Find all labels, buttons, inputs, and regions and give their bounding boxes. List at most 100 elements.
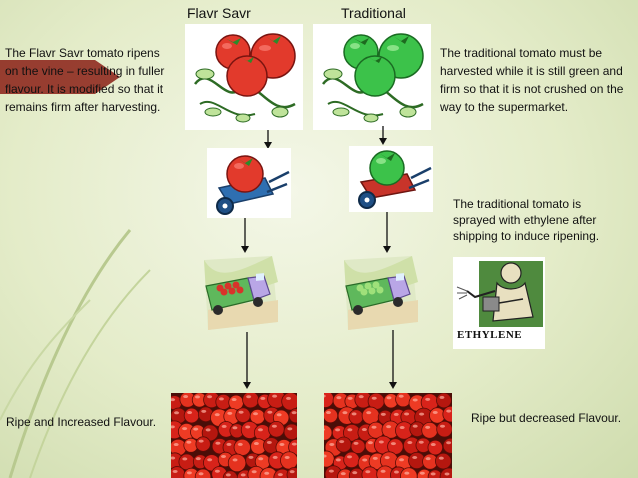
tomato-highlight <box>366 411 372 415</box>
tomato-highlight <box>173 443 179 447</box>
tomato-highlight <box>352 471 358 475</box>
tomato-highlight <box>266 440 272 444</box>
tomato-highlight <box>287 427 293 431</box>
tomato-highlight <box>240 473 246 477</box>
tomato-highlight <box>438 456 444 460</box>
tomato-highlight <box>221 424 227 428</box>
arrow-down-traditional-3 <box>389 330 397 389</box>
ethylene-label: ETHYLENE <box>457 329 523 341</box>
tomato-highlight <box>182 457 188 461</box>
tomato-highlight <box>227 411 233 415</box>
tomato-highlight <box>365 470 371 474</box>
tomato-highlight <box>253 442 259 446</box>
tomato-highlight <box>351 412 357 416</box>
tomato-highlight <box>232 426 238 430</box>
tomato <box>242 393 260 409</box>
tomato-highlight <box>226 442 232 446</box>
tomato-highlight <box>182 427 188 431</box>
tomato-highlight <box>291 411 297 415</box>
tomato-highlight <box>246 395 252 399</box>
tomato <box>280 451 297 470</box>
tomato-highlight <box>393 412 399 416</box>
tomato-highlight <box>367 441 373 445</box>
tomato-highlight <box>419 471 425 475</box>
tomato-highlight <box>444 472 450 476</box>
tomato-highlight <box>336 396 342 400</box>
tomato-highlight <box>404 471 410 475</box>
tomato-highlight <box>380 469 386 473</box>
tomato-highlight <box>335 458 341 462</box>
tomato-highlight <box>277 473 283 477</box>
tomato-highlight <box>371 425 377 429</box>
traditional-intro-text: The traditional tomato must be harvested… <box>440 46 624 114</box>
tomato-highlight <box>425 425 431 429</box>
tomato <box>183 407 200 424</box>
tomato-highlight <box>324 428 325 431</box>
tomato-highlight <box>253 412 259 416</box>
tomato-highlight <box>289 470 295 474</box>
flavr-savr-header: Flavr Savr <box>187 5 251 21</box>
tomato-highlight <box>215 441 221 445</box>
tomato-highlight <box>399 458 405 462</box>
tomato-highlight <box>342 411 348 415</box>
green-tomato-vine-image <box>313 24 431 130</box>
tomato-highlight <box>291 442 297 446</box>
tomato-highlight <box>205 428 211 432</box>
tomato <box>201 424 219 442</box>
tomato-highlight <box>380 412 386 416</box>
tomato-highlight <box>183 395 189 399</box>
tomato-highlight <box>358 395 364 399</box>
tomato-highlight <box>198 439 204 443</box>
tomato <box>435 452 452 470</box>
tomato <box>436 393 452 409</box>
tomato-highlight <box>335 428 341 432</box>
tomato-highlight <box>214 413 220 417</box>
tomato-highlight <box>328 469 334 473</box>
tomato-highlight <box>390 442 396 446</box>
tomato-highlight <box>432 410 438 414</box>
tomato-highlight <box>187 411 193 415</box>
tomato-highlight <box>231 398 237 402</box>
tomato-highlight <box>446 409 452 413</box>
tomato-highlight <box>260 396 266 400</box>
tomato <box>335 436 352 453</box>
delivery-truck-flavr-image <box>204 256 278 330</box>
tomato <box>421 421 439 439</box>
tomato-highlight <box>439 395 445 399</box>
tomato-highlight <box>386 425 392 429</box>
tomato-highlight <box>251 470 257 474</box>
tomato-highlight <box>238 410 244 414</box>
tomato-highlight <box>440 424 446 428</box>
flavr-intro-text: The Flavr Savr tomato ripens on the vine… <box>5 46 165 114</box>
tomato-highlight <box>430 443 436 447</box>
tomato-highlight <box>361 428 367 432</box>
tomato-highlight <box>353 441 359 445</box>
tomato-highlight <box>195 457 201 461</box>
tomato-highlight <box>347 396 353 400</box>
tomato-highlight <box>267 410 273 414</box>
tomato <box>195 436 211 452</box>
tomato-highlight <box>207 395 213 399</box>
tomato-highlight <box>218 397 224 401</box>
tomato-highlight <box>399 426 405 430</box>
tomato-highlight <box>207 458 213 462</box>
tomato <box>235 407 251 423</box>
tomato-highlight <box>214 469 220 473</box>
arrow-down-flavr-2 <box>241 218 249 253</box>
tomato-highlight <box>193 427 199 431</box>
tomato-highlight <box>446 441 452 445</box>
tomato-highlight <box>412 424 418 428</box>
tomato-highlight <box>378 440 384 444</box>
tomato-highlight <box>171 425 175 429</box>
ethylene-spray-image: ETHYLENE <box>453 257 545 349</box>
tomato-highlight <box>418 440 424 444</box>
tomato-highlight <box>194 395 200 399</box>
tomato-highlight <box>186 471 192 475</box>
tomato <box>324 407 339 424</box>
wheelbarrow-ripe-tomato-image <box>207 148 291 218</box>
tomato-highlight <box>286 396 292 400</box>
tomato <box>427 439 444 456</box>
tomato-highlight <box>171 456 176 460</box>
tomato-highlight <box>221 454 227 458</box>
